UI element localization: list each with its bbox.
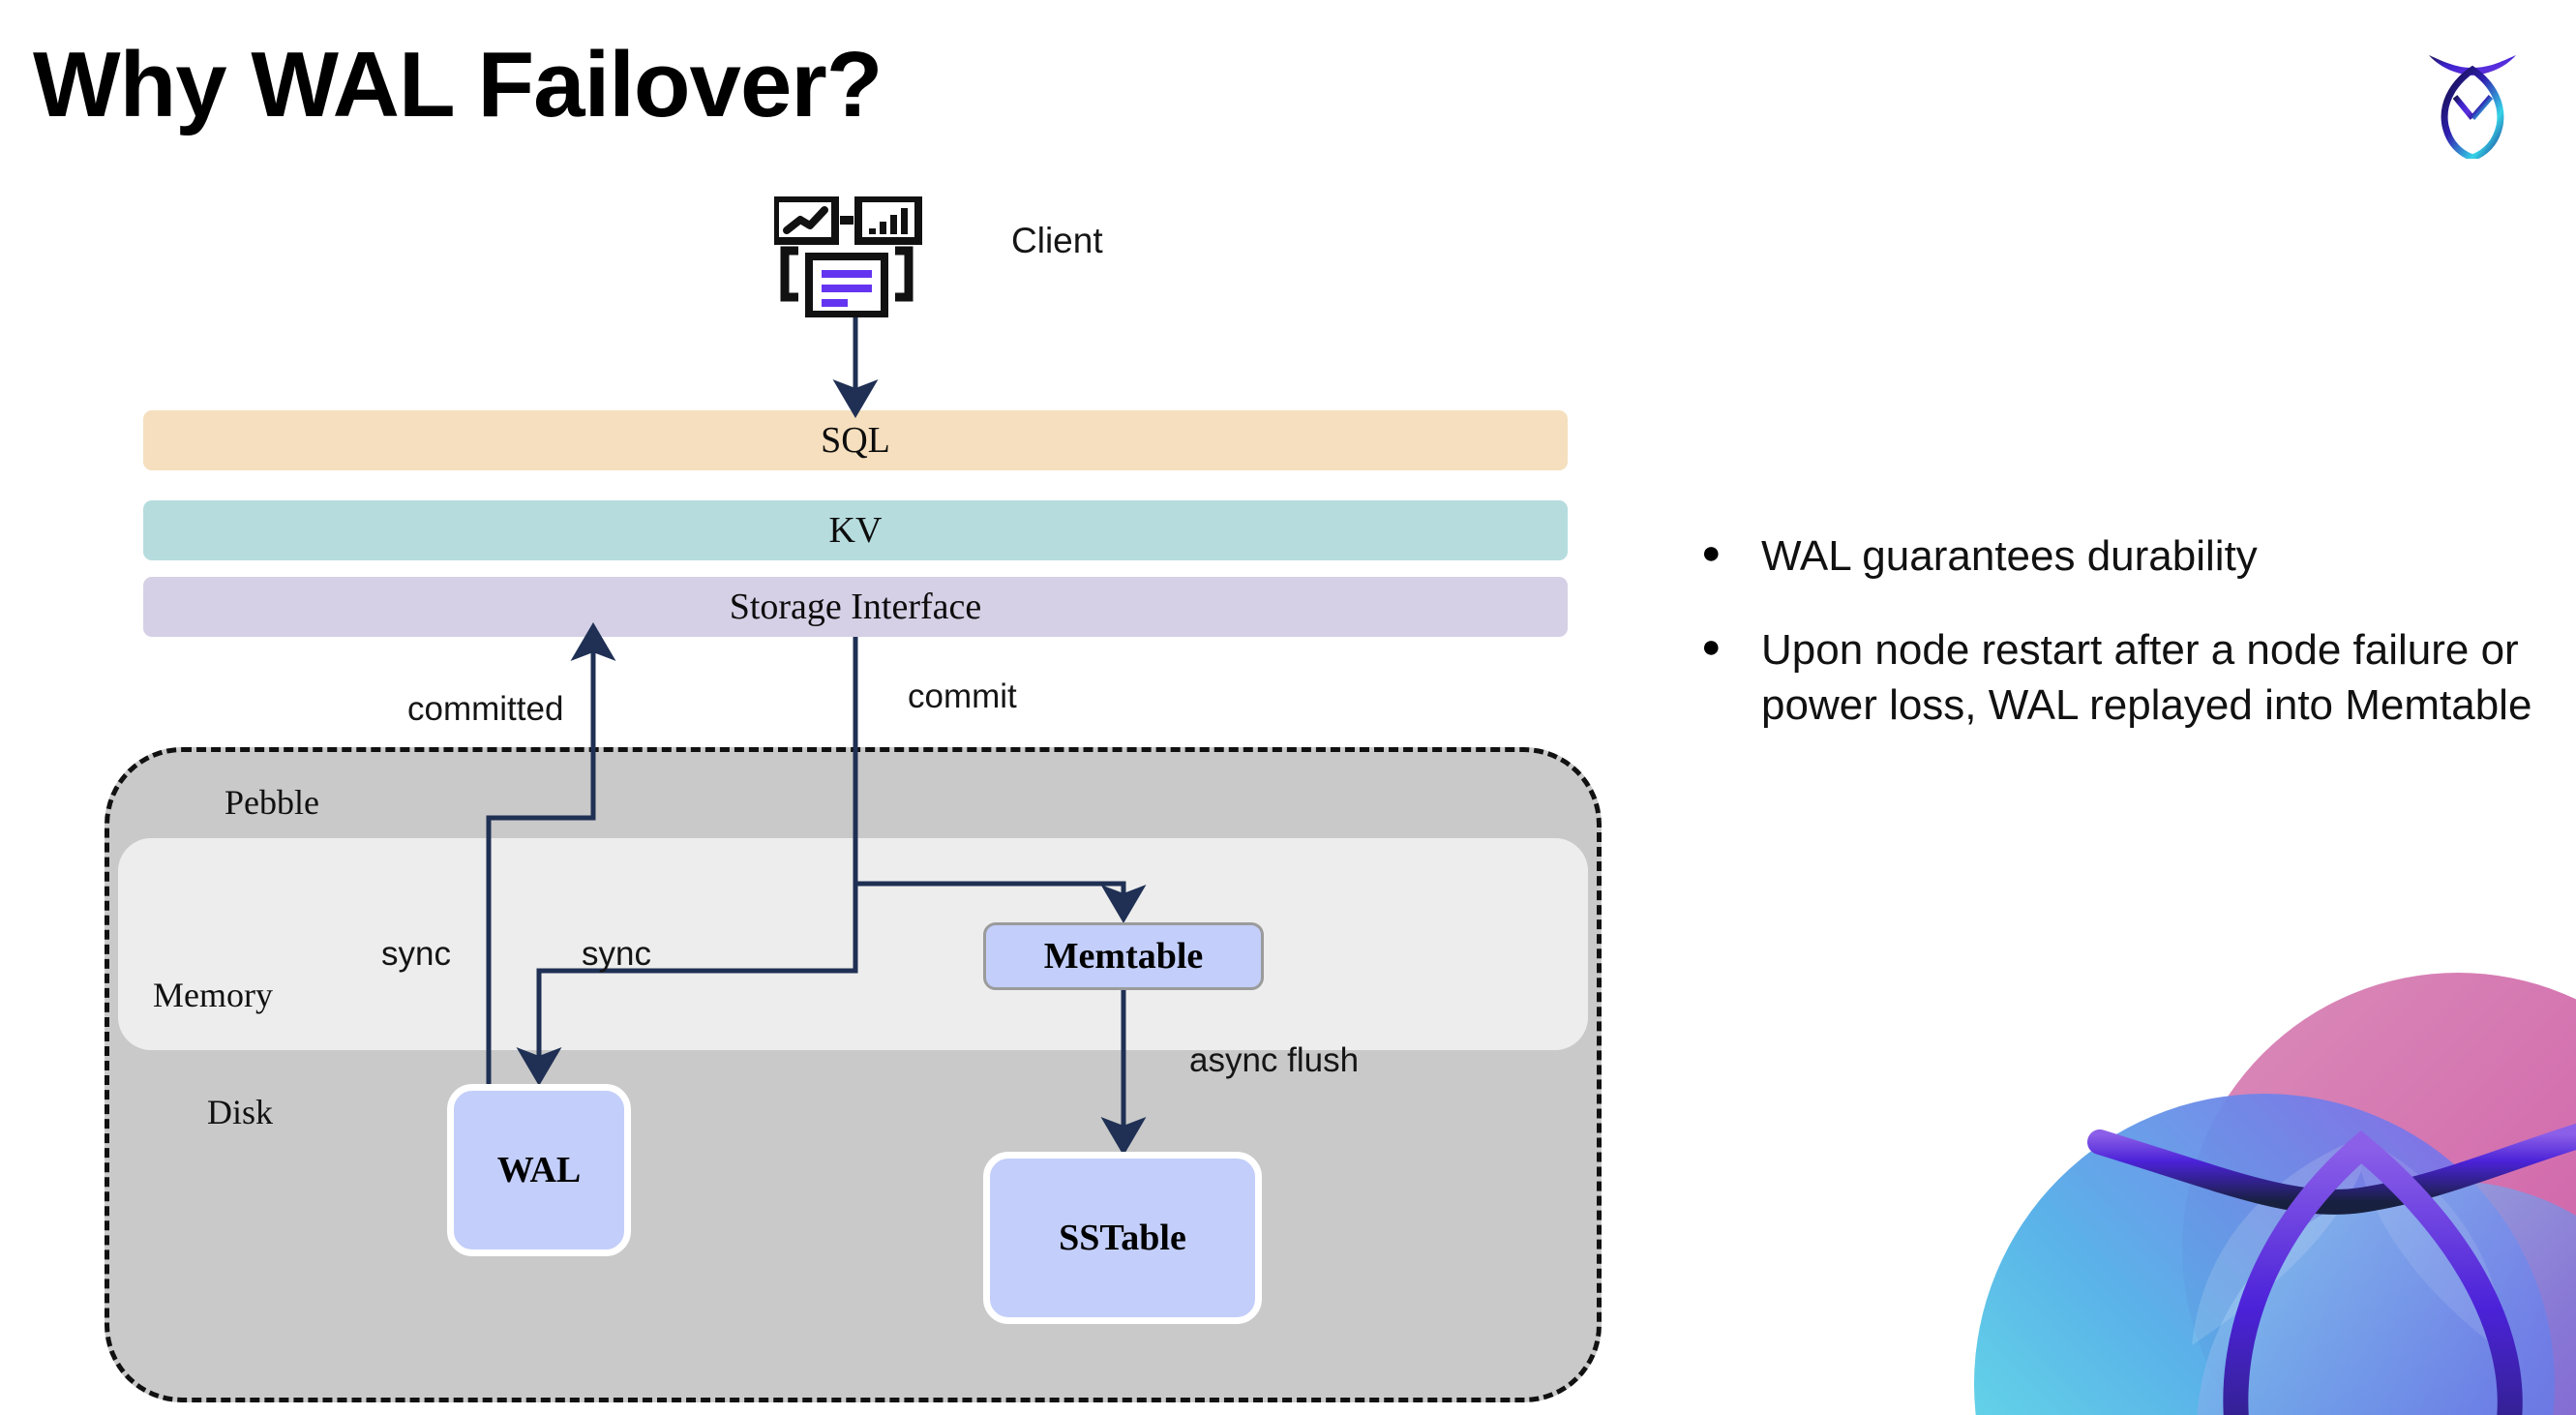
- edge-label-commit: commit: [908, 677, 1017, 715]
- edge-label-sync-right: sync: [582, 935, 651, 973]
- node-sstable: SSTable: [983, 1152, 1262, 1324]
- edge-label-sync-left: sync: [381, 935, 451, 973]
- node-memtable-label: Memtable: [1043, 936, 1204, 977]
- bullet-marker: ●: [1701, 628, 1722, 666]
- disk-label: Disk: [207, 1093, 274, 1131]
- layer-bar-storage-interface: Storage Interface: [143, 577, 1568, 637]
- client-label: Client: [1011, 221, 1103, 260]
- layer-bar-sql: SQL: [143, 410, 1568, 470]
- list-item: ● WAL guarantees durability: [1701, 528, 2533, 584]
- edge-label-async-flush: async flush: [1189, 1041, 1360, 1079]
- memory-label: Memory: [153, 976, 273, 1014]
- bullet-marker: ●: [1701, 534, 1722, 571]
- node-sstable-label: SSTable: [1059, 1218, 1186, 1258]
- node-wal-label: WAL: [496, 1150, 582, 1190]
- cockroachdb-logo-icon: [2415, 35, 2530, 162]
- layer-bar-kv-label: KV: [828, 510, 883, 551]
- bullet-text: Upon node restart after a node failure o…: [1761, 626, 2532, 730]
- page-title: Why WAL Failover?: [33, 33, 883, 136]
- bullet-list: ● WAL guarantees durability ● Upon node …: [1701, 528, 2533, 772]
- layer-bar-sql-label: SQL: [821, 420, 890, 461]
- client-dashboard-icon: [771, 195, 929, 318]
- layer-bar-kv: KV: [143, 500, 1568, 560]
- list-item: ● Upon node restart after a node failure…: [1701, 622, 2533, 733]
- node-memtable: Memtable: [983, 922, 1264, 990]
- bullet-text: WAL guarantees durability: [1761, 532, 2258, 580]
- edge-label-committed: committed: [407, 690, 564, 728]
- memory-region: [118, 838, 1588, 1050]
- node-wal: WAL: [447, 1084, 631, 1256]
- cockroachdb-decorative-graphic: [1945, 929, 2576, 1415]
- pebble-label: Pebble: [225, 783, 319, 822]
- layer-bar-storage-interface-label: Storage Interface: [729, 587, 982, 627]
